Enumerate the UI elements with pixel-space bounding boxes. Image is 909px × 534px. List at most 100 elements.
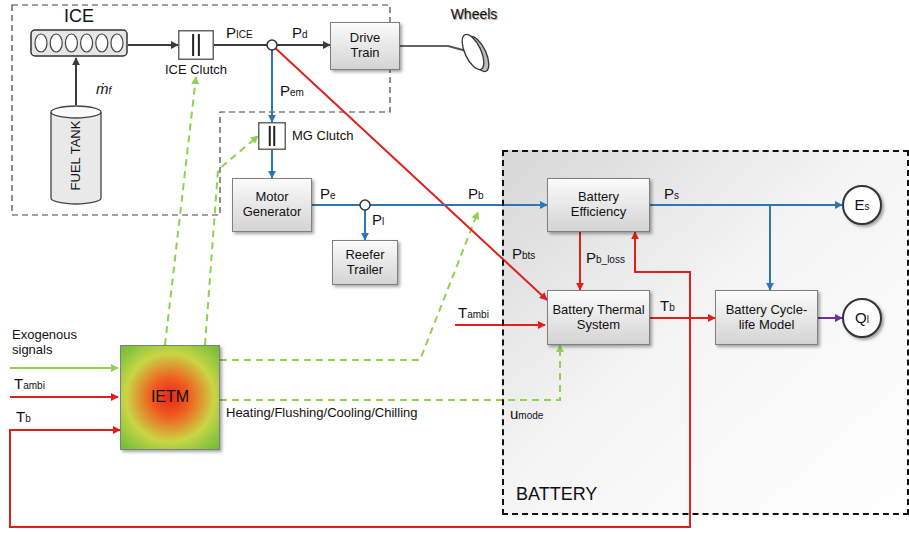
node-label: Wheels [448, 6, 500, 24]
label-anchor: Pem [280, 82, 304, 100]
cylinder [35, 34, 47, 52]
clutch-drawing [258, 122, 286, 150]
node-label: ICE Clutch [165, 62, 227, 77]
label-anchor: Tb [16, 408, 31, 426]
battery-ground [502, 150, 909, 515]
drawing-stroke [269, 126, 271, 146]
drawing-stroke [51, 112, 101, 204]
engine-block: ICE [30, 6, 128, 58]
drawing-stroke [458, 31, 489, 72]
signal-label: Tb [660, 297, 675, 315]
connector [400, 45, 448, 47]
label-anchor: PICE [226, 24, 253, 42]
signal-label: Tb [16, 408, 31, 426]
drawing-stroke [31, 30, 127, 56]
connector [271, 150, 273, 178]
label-anchor: Pb [468, 185, 484, 203]
node-label: Battery Efficiency [551, 190, 646, 220]
connector [165, 77, 196, 345]
label-anchor: umode [510, 405, 543, 423]
connector [818, 317, 842, 319]
process-box: Battery Efficiency [547, 178, 650, 232]
junction-dot [360, 200, 370, 210]
junction-dot [267, 40, 277, 50]
battery-region: BATTERY Battery EfficiencyBattery Thermal… [502, 150, 909, 515]
process-box: Battery Cycle-life Model [715, 290, 818, 345]
connector [650, 205, 770, 290]
signal-label: Pl [372, 211, 384, 229]
signal-label: Pbts [512, 245, 535, 263]
input-arrow [10, 396, 118, 398]
signal-label: ṁf [96, 80, 111, 98]
label-anchor: Tambi [14, 375, 45, 393]
connector [128, 44, 178, 46]
cylinder [50, 34, 62, 52]
input-arrow [455, 324, 545, 326]
node-label: Battery Thermal System [551, 303, 646, 333]
drawing-stroke [198, 34, 200, 56]
drawing-stroke [259, 123, 286, 150]
signal-label: Pb [468, 185, 484, 203]
label-anchor: Heating/Flushing/Cooling/Chilling [226, 405, 418, 420]
label-anchor: Pl [372, 211, 384, 229]
label-anchor: Pe [320, 185, 336, 203]
process-box: Drive Train [330, 22, 400, 70]
node-label: Es [854, 196, 869, 214]
signal-label: Tambi [14, 375, 45, 393]
cylinder [111, 34, 123, 52]
label-anchor: ṁf [96, 80, 111, 98]
label-anchor: Exogenous signals [12, 328, 92, 358]
node-label: BATTERY [516, 484, 907, 505]
label-anchor: Pb_loss [586, 249, 625, 267]
control-arrow [220, 212, 478, 360]
label-anchor: Pbts [512, 245, 535, 263]
fuel-tank: FUEL TANK [50, 105, 102, 205]
clutch-symbol: MG Clutch [258, 122, 286, 150]
label-anchor: Ps [664, 185, 679, 203]
controller-box: IETM [120, 345, 220, 450]
node-label: MG Clutch [292, 128, 353, 143]
label-anchor: Pd [292, 24, 308, 42]
state-circle: Es [842, 185, 882, 225]
engine-drawing [30, 28, 128, 58]
drawing-stroke [179, 31, 214, 60]
cylinder [65, 34, 77, 52]
node-label: Battery Cycle-life Model [719, 303, 814, 333]
label-anchor: Tb [660, 297, 675, 315]
cylinder [96, 34, 108, 52]
clutch-drawing [178, 30, 214, 60]
drawing-stroke [192, 34, 194, 56]
node-label: Reefer Trailer [336, 248, 394, 278]
clutch-symbol: ICE Clutch [178, 30, 214, 60]
drawing-stroke [273, 126, 275, 146]
connector [214, 45, 547, 300]
signal-label: Tambi [458, 304, 489, 322]
process-box: Reefer Trailer [332, 240, 398, 285]
signal-label: Pem [280, 82, 304, 100]
connector [214, 45, 272, 122]
signal-label: PICE [226, 24, 253, 42]
cylinder [81, 34, 93, 52]
state-circle: Ql [842, 298, 882, 338]
node-label: Drive Train [334, 31, 396, 61]
drawing-stroke [51, 106, 101, 118]
connector [579, 232, 581, 290]
wheel-drawing [448, 24, 500, 80]
connector [75, 58, 77, 105]
process-box: Motor Generator [232, 178, 312, 232]
signal-label: Exogenous signals [12, 328, 92, 358]
signal-label: umode [510, 405, 543, 423]
connector [220, 345, 560, 400]
label-anchor: Tambi [458, 304, 489, 322]
node-label: Motor Generator [236, 190, 308, 220]
process-box: Battery Thermal System [547, 290, 650, 345]
node-label: IETM [151, 388, 189, 406]
signal-label: Pb_loss [586, 249, 625, 267]
node-label: Ql [855, 309, 869, 327]
input-arrow [10, 367, 118, 369]
node-label: ICE [30, 6, 128, 28]
